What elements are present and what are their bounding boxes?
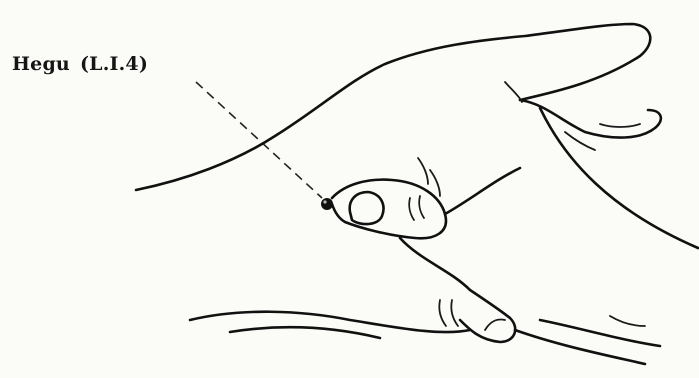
- lower-finger-outline: [460, 290, 515, 342]
- palm-outline: [540, 108, 698, 248]
- leader-line: [196, 82, 322, 198]
- index-finger-outline: [520, 100, 661, 138]
- hand-back-outline: [136, 24, 650, 190]
- thumbnail: [350, 192, 384, 224]
